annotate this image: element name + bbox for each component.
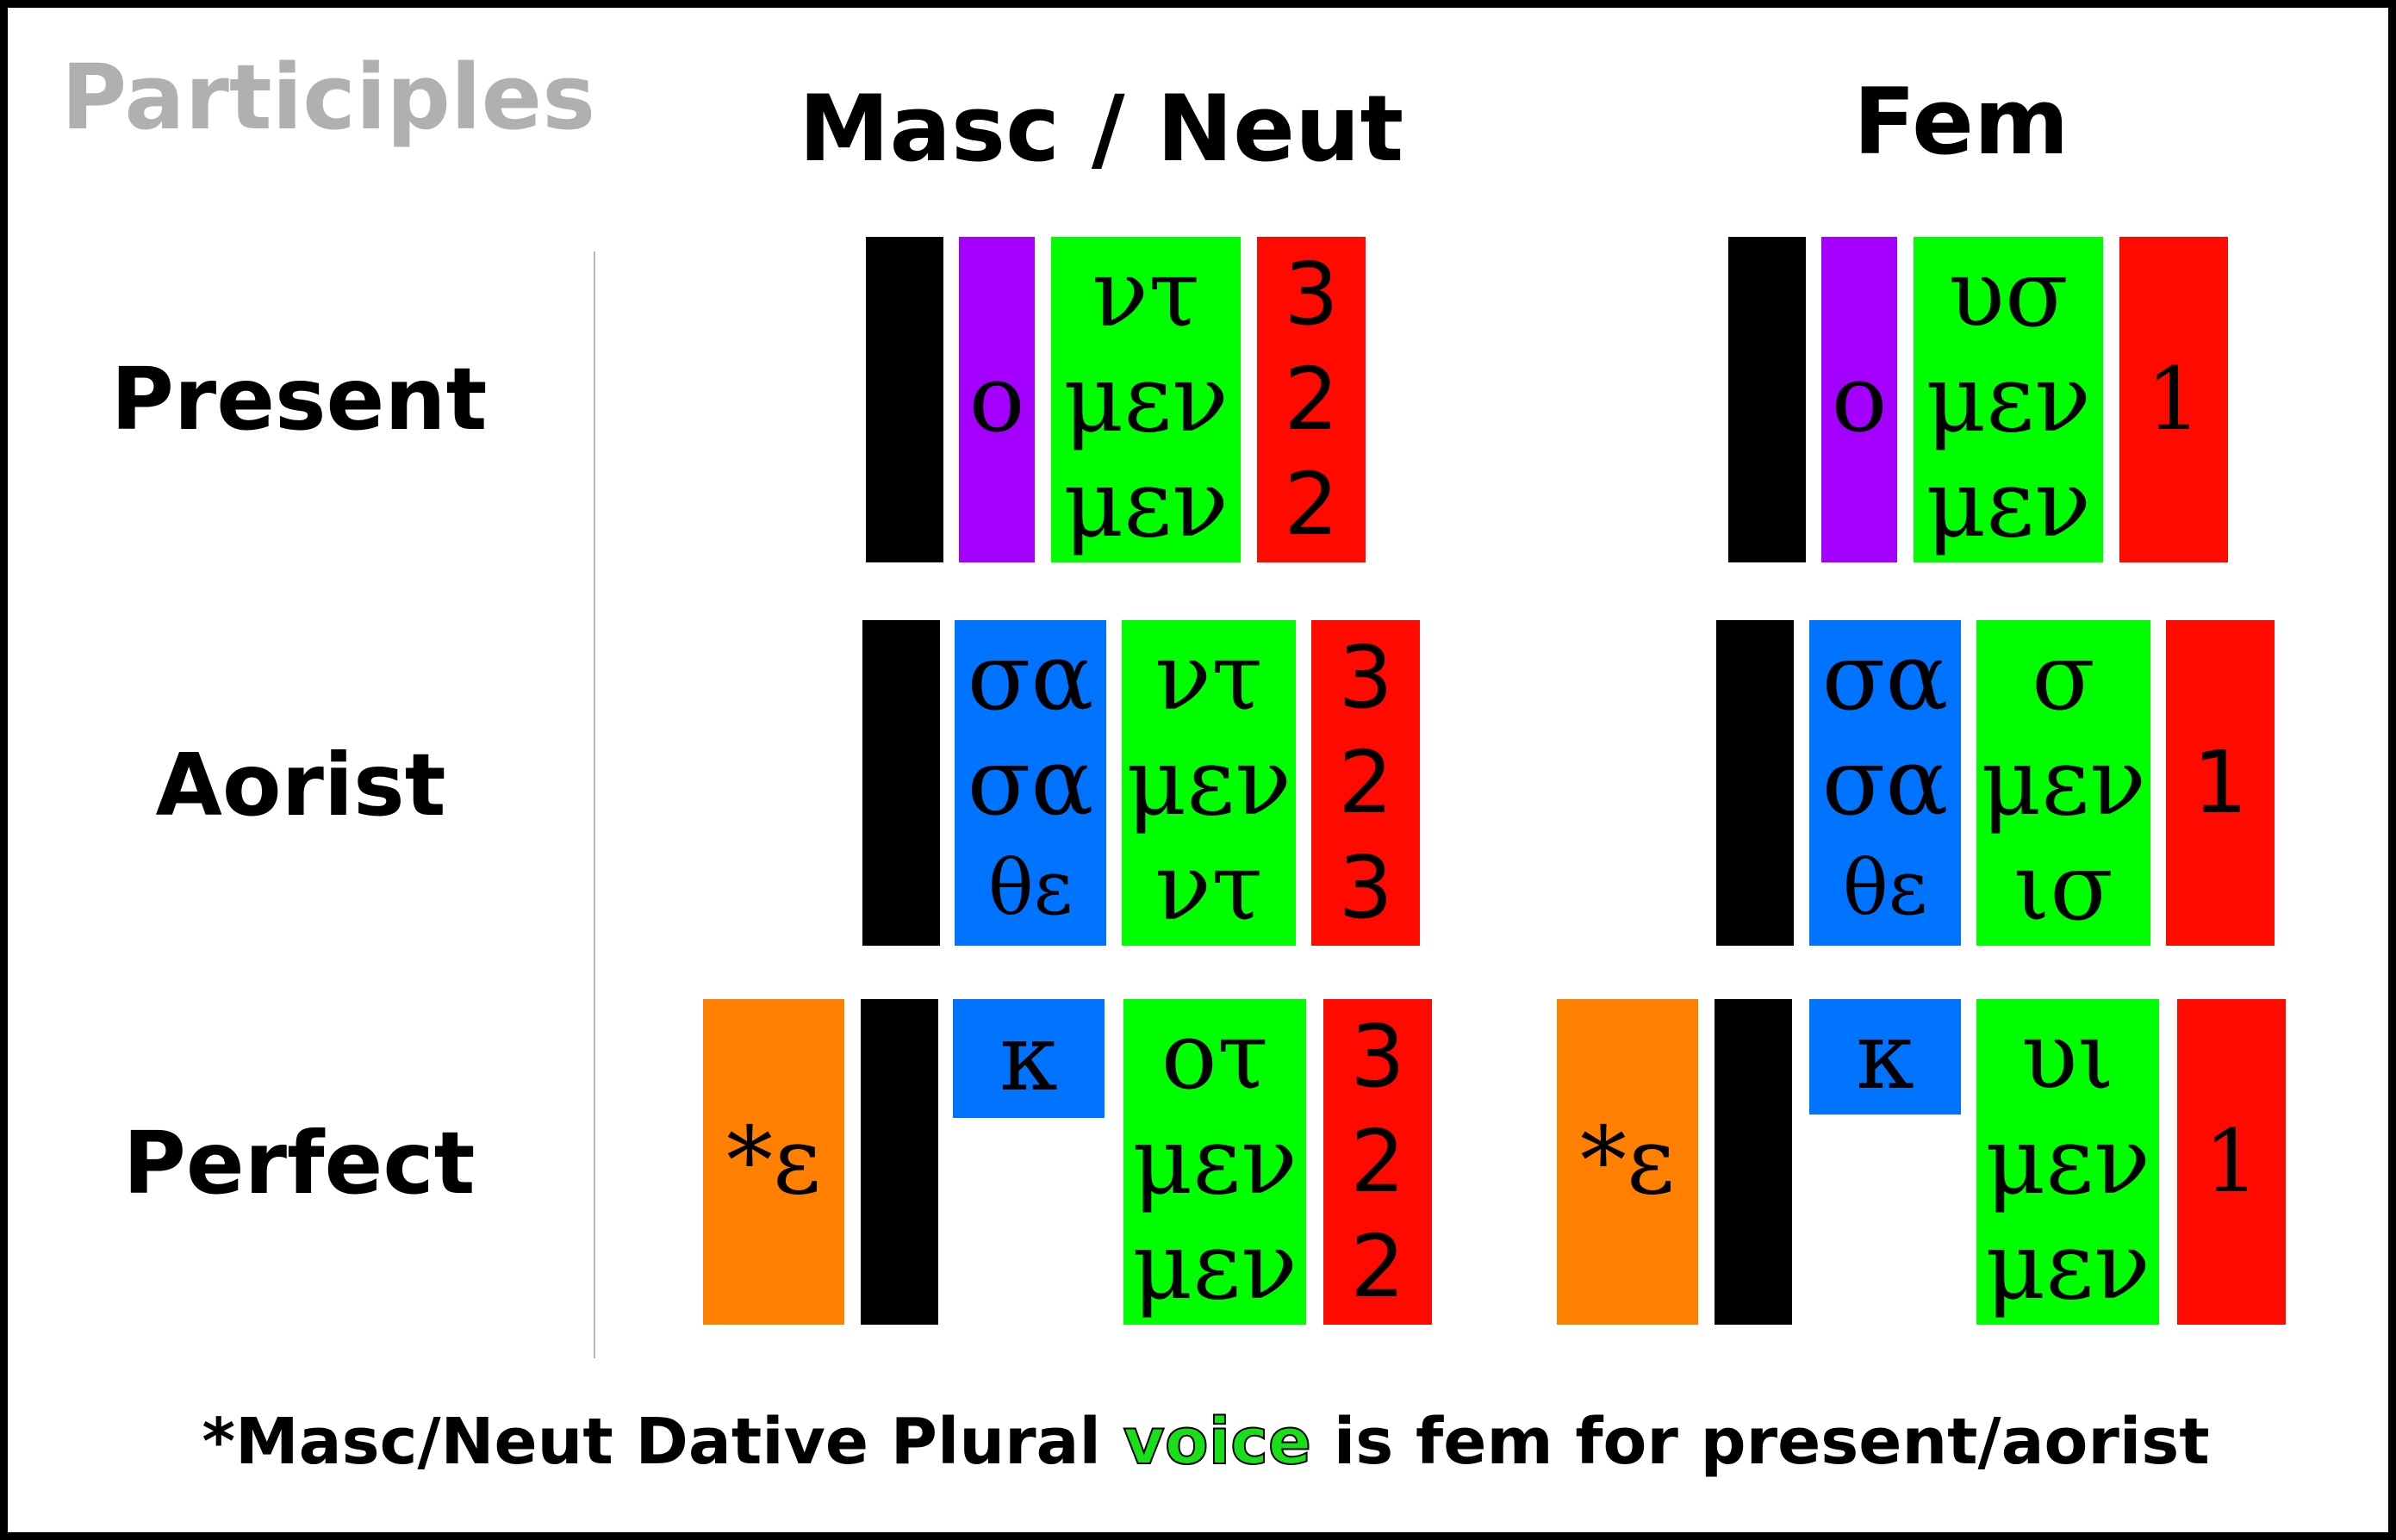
declension-block: 3 2 2 xyxy=(1257,237,1366,562)
column-header-masc-neut: Masc / Neut xyxy=(799,76,1404,182)
declension-number: 3 xyxy=(1338,837,1393,938)
tense-formative: θε xyxy=(1842,843,1928,932)
declension-block: 3 2 2 xyxy=(1323,999,1432,1325)
morpheme-line: μεν xyxy=(1985,1213,2150,1320)
morpheme-line: μεν xyxy=(1063,345,1229,453)
reduplication-block: *ε xyxy=(703,999,844,1325)
morpheme-line: σ xyxy=(2032,624,2095,731)
participle-morpheme-block: ντ μεν ντ xyxy=(1122,620,1296,946)
morpheme-line: ντ xyxy=(1154,624,1263,731)
declension-number: 2 xyxy=(1284,349,1339,450)
morpheme-line: μεν xyxy=(1926,450,2091,558)
morpheme-line: μεν xyxy=(1926,345,2091,453)
declension-number: 1 xyxy=(2204,1111,2259,1212)
slide-title: Participles xyxy=(61,45,596,150)
theme-vowel: ο xyxy=(1831,345,1888,453)
footnote: *Masc/Neut Dative Plural voice is fem fo… xyxy=(8,1409,2396,1475)
declension-block: 3 2 3 xyxy=(1311,620,1420,946)
participle-morpheme-block: ντ μεν μεν xyxy=(1051,237,1241,562)
declension-number: 2 xyxy=(1350,1216,1405,1317)
morpheme-line: μεν xyxy=(1132,1108,1298,1215)
tense-formative: σα xyxy=(967,624,1094,731)
declension-number: 2 xyxy=(1338,732,1393,833)
tense-formative: θε xyxy=(987,843,1074,932)
tense-formative-block: σα σα θε xyxy=(1809,620,1961,946)
declension-number: 2 xyxy=(1350,1111,1405,1212)
reduplication: *ε xyxy=(1580,1108,1675,1215)
row-header-aorist: Aorist xyxy=(155,735,446,835)
theme-vowel-block: ο xyxy=(959,237,1035,562)
participle-morpheme-block: οτ μεν μεν xyxy=(1123,999,1306,1325)
theme-vowel: ο xyxy=(968,345,1025,453)
row-header-divider xyxy=(594,251,595,1358)
declension-block: 1 xyxy=(2177,999,2286,1325)
stem-block xyxy=(1715,999,1792,1325)
stem-block xyxy=(1728,237,1806,562)
participle-morpheme-block: σ μεν ισ xyxy=(1976,620,2150,946)
morpheme-line: υσ xyxy=(1948,240,2069,348)
participle-morpheme-block: υσ μεν μεν xyxy=(1914,237,2103,562)
tense-formative: σα xyxy=(1821,729,1949,836)
declension-block: 1 xyxy=(2119,237,2228,562)
stem-block xyxy=(1716,620,1794,946)
declension-number: 3 xyxy=(1284,244,1339,345)
declension-block: 1 xyxy=(2166,620,2275,946)
stem-block xyxy=(866,237,943,562)
tense-formative: σα xyxy=(967,729,1094,836)
declension-number: 1 xyxy=(2193,732,2248,833)
morpheme-line: οτ xyxy=(1161,1003,1269,1110)
declension-number: 2 xyxy=(1284,454,1339,555)
row-header-perfect: Perfect xyxy=(122,1113,476,1214)
tense-formative-block: κ xyxy=(953,999,1105,1118)
footnote-text-before: *Masc/Neut Dative Plural xyxy=(202,1405,1123,1479)
reduplication: *ε xyxy=(726,1108,821,1215)
morpheme-line: ισ xyxy=(2013,834,2114,941)
morpheme-line: μεν xyxy=(1981,729,2146,836)
stem-block xyxy=(861,999,938,1325)
morpheme-line: υι xyxy=(2021,1003,2114,1110)
morpheme-line: ντ xyxy=(1154,834,1263,941)
tense-formative: κ xyxy=(1856,1003,1914,1110)
morpheme-line: ντ xyxy=(1092,240,1200,348)
tense-formative: κ xyxy=(999,1004,1058,1112)
participle-morpheme-block: υι μεν μεν xyxy=(1976,999,2159,1325)
theme-vowel-block: ο xyxy=(1821,237,1897,562)
declension-number: 3 xyxy=(1350,1006,1405,1107)
declension-number: 3 xyxy=(1338,627,1393,728)
footnote-highlight-voice: voice xyxy=(1123,1405,1312,1479)
declension-number: 1 xyxy=(2146,349,2201,450)
morpheme-line: μεν xyxy=(1126,729,1291,836)
tense-formative-block: σα σα θε xyxy=(955,620,1106,946)
column-header-fem: Fem xyxy=(1853,69,2069,175)
footnote-text-after: is fem for present/aorist xyxy=(1311,1405,2210,1479)
morpheme-line: μεν xyxy=(1063,450,1229,558)
morpheme-line: μεν xyxy=(1985,1108,2150,1215)
tense-formative: σα xyxy=(1821,624,1949,731)
morpheme-line: μεν xyxy=(1132,1213,1298,1320)
row-header-present: Present xyxy=(110,349,488,450)
reduplication-block: *ε xyxy=(1557,999,1698,1325)
tense-formative-block: κ xyxy=(1809,999,1961,1115)
stem-block xyxy=(862,620,940,946)
